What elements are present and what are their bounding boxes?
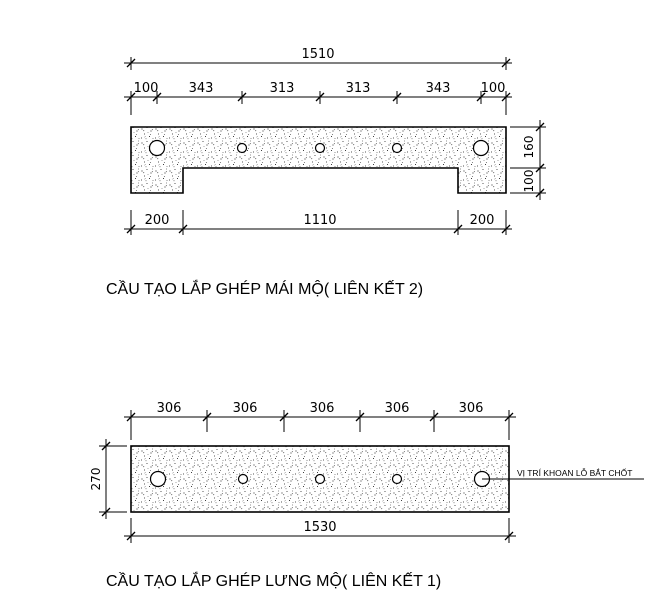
top-height-dimension: 160 100 — [510, 120, 546, 200]
pin-hole — [391, 473, 403, 485]
top-segment-label: 313 — [270, 81, 295, 96]
pin-hole — [391, 142, 403, 154]
bottom-height-dimension: 270 — [89, 439, 127, 519]
drill-hole-callout: VỊ TRÍ KHOAN LỖ BẮT CHỐT — [482, 467, 644, 480]
bottom-overall-label: 1530 — [303, 520, 336, 535]
top-view: 1510 100 343 313 313 343 100 — [106, 47, 546, 298]
pin-hole — [472, 139, 490, 157]
top-height-label: 100 — [522, 170, 536, 193]
top-bottom-label: 1110 — [303, 213, 336, 228]
top-segment-label: 313 — [346, 81, 371, 96]
bottom-segment-label: 306 — [233, 401, 258, 416]
pin-hole — [314, 142, 326, 154]
bottom-segment-label: 306 — [385, 401, 410, 416]
top-segment-label: 100 — [481, 81, 506, 96]
top-segment-label: 343 — [189, 81, 214, 96]
top-bottom-dimension: 200 1110 200 — [124, 210, 512, 235]
pin-hole — [149, 470, 167, 488]
pin-hole — [237, 473, 249, 485]
pin-hole — [236, 142, 248, 154]
pin-hole — [148, 139, 166, 157]
bottom-caption: CẦU TẠO LẮP GHÉP LƯNG MỘ( LIÊN KẾT 1) — [106, 571, 441, 590]
top-segment-label: 100 — [134, 81, 159, 96]
top-overall-label: 1510 — [301, 47, 334, 62]
top-segment-label: 343 — [426, 81, 451, 96]
top-height-label: 160 — [522, 136, 536, 159]
roof-beam-profile — [130, 126, 507, 194]
bottom-height-label: 270 — [89, 468, 103, 491]
bottom-segment-label: 306 — [459, 401, 484, 416]
drill-hole-note: VỊ TRÍ KHOAN LỖ BẮT CHỐT — [517, 467, 632, 478]
bottom-segment-label: 306 — [157, 401, 182, 416]
top-caption: CẦU TẠO LẮP GHÉP MÁI MỘ( LIÊN KẾT 2) — [106, 279, 423, 298]
pin-hole — [314, 473, 326, 485]
top-bottom-label: 200 — [145, 213, 170, 228]
top-segment-dimension: 100 343 313 313 343 100 — [124, 81, 512, 115]
bottom-overall-dimension: 1530 — [124, 518, 516, 543]
top-overall-dimension: 1510 — [124, 47, 512, 70]
top-bottom-label: 200 — [470, 213, 495, 228]
bottom-segment-dimension: 306 306 306 306 306 — [124, 401, 516, 440]
bottom-view: 306 306 306 306 306 270 — [89, 401, 644, 590]
bottom-segment-label: 306 — [310, 401, 335, 416]
